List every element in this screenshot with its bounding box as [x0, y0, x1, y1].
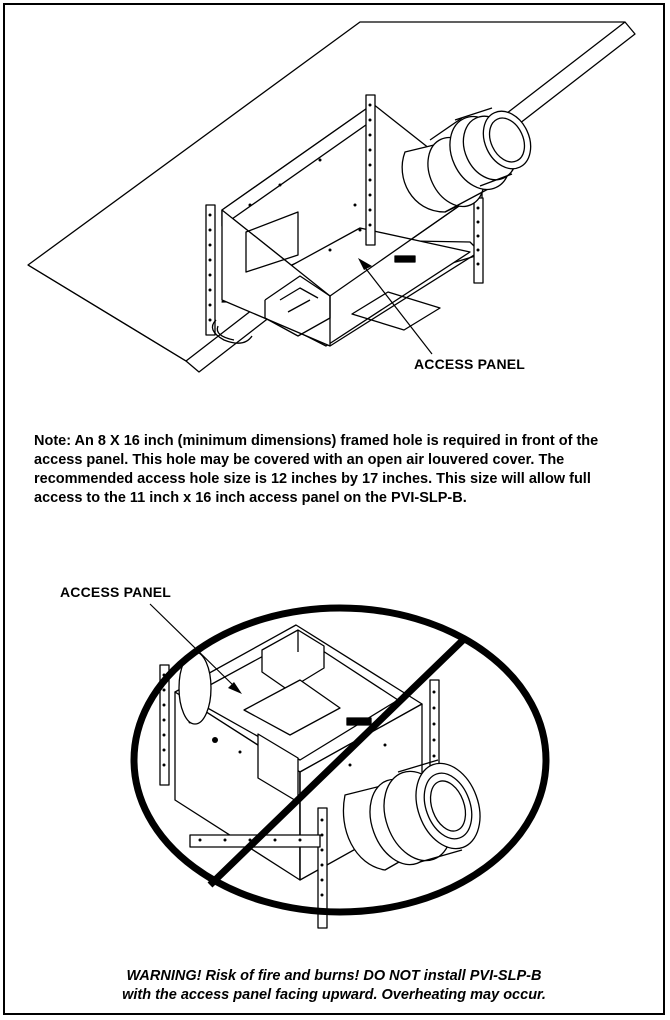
round-duct-bottom: [178, 651, 481, 871]
bottom-access-panel-label: ACCESS PANEL: [60, 584, 172, 600]
bottom-callout-leader: [149, 603, 237, 689]
warning-line-2: with the access panel facing upward. Ove…: [122, 987, 546, 1003]
top-figure-correct-install: [27, 21, 636, 373]
bottom-figure-incorrect-install: [130, 603, 550, 929]
warning-line-1: WARNING! Risk of fire and burns! DO NOT …: [126, 968, 542, 984]
prohibition-circle: [130, 604, 550, 916]
page-border: [3, 3, 665, 1015]
round-duct-top: [401, 107, 532, 213]
installation-note: Note: An 8 X 16 inch (minimum dimensions…: [34, 433, 599, 506]
top-access-panel-label: ACCESS PANEL: [414, 356, 526, 372]
bracket-holes-top: [208, 103, 480, 322]
prohibition-slash: [207, 637, 466, 888]
top-callout-leader: [362, 264, 433, 355]
warning-text: WARNING! Risk of fire and burns! DO NOT …: [34, 967, 634, 1005]
unit-housing-top: [205, 94, 484, 347]
